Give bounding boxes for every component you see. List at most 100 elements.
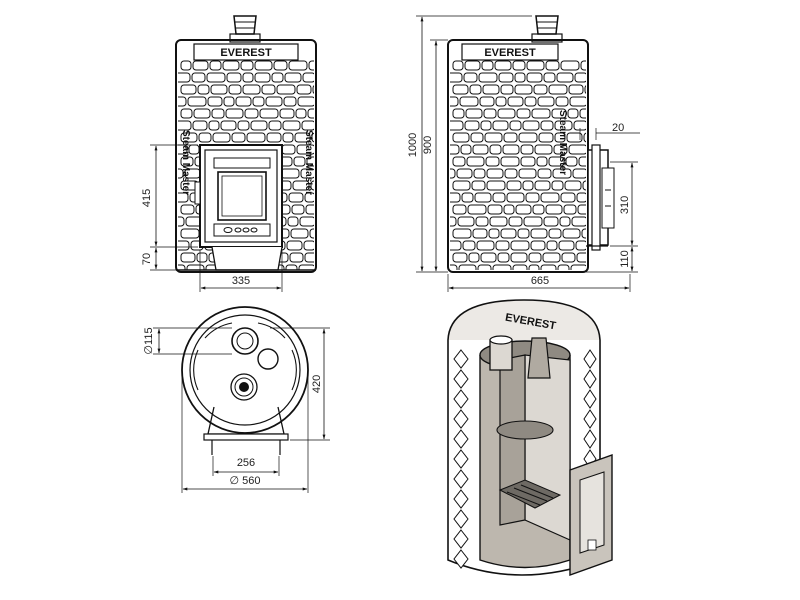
stone — [220, 120, 237, 131]
cage-cutout — [453, 409, 469, 429]
cutaway-view: EVEREST — [447, 299, 613, 576]
stone — [301, 120, 314, 131]
stone — [192, 60, 209, 71]
stone — [537, 96, 555, 107]
stone — [506, 192, 525, 203]
stone — [178, 120, 192, 131]
stone — [500, 84, 514, 95]
stone — [489, 216, 508, 227]
stone — [510, 240, 530, 251]
stone — [235, 96, 252, 107]
stone — [287, 216, 299, 227]
stone — [452, 60, 464, 71]
dim-side-tank-offset: 20 — [612, 122, 624, 134]
top-door-plate — [203, 433, 289, 441]
stone — [228, 84, 242, 95]
stone — [450, 96, 459, 107]
stone — [463, 72, 478, 83]
stone — [290, 228, 309, 239]
stone — [465, 108, 483, 119]
stone — [450, 192, 461, 203]
stone — [187, 96, 207, 107]
stone — [507, 96, 524, 107]
stone — [464, 120, 480, 131]
stone — [252, 96, 265, 107]
stone — [573, 120, 586, 131]
stone — [452, 84, 469, 95]
stone — [265, 96, 283, 107]
stone — [489, 144, 502, 155]
stone — [576, 192, 586, 203]
stone — [500, 156, 520, 167]
stone — [196, 252, 208, 263]
dim-side-tank-height: 310 — [619, 196, 631, 214]
dim-top-flue-diameter: ∅115 — [143, 327, 155, 354]
stone — [452, 204, 467, 215]
stone — [517, 228, 530, 239]
stone — [502, 144, 520, 155]
stone — [579, 108, 586, 119]
stone — [469, 84, 482, 95]
stone — [492, 120, 509, 131]
stone — [280, 168, 300, 179]
stone — [292, 180, 310, 191]
stone — [569, 96, 586, 107]
stone — [577, 204, 586, 215]
stone — [471, 180, 486, 191]
side-view: EVEREST Steam Master 1000 900 20 310 110… — [407, 15, 640, 292]
stone — [532, 204, 545, 215]
top-water-port — [257, 348, 279, 370]
stone — [564, 180, 582, 191]
stone — [456, 168, 473, 179]
top-outer-ring — [181, 306, 309, 434]
stone — [259, 108, 279, 119]
stone — [309, 228, 314, 239]
stone — [479, 96, 495, 107]
stone — [574, 72, 586, 83]
stone — [583, 132, 586, 143]
dim-front-width: 335 — [232, 275, 250, 287]
stone — [514, 72, 526, 83]
stone — [522, 120, 540, 131]
stone — [462, 240, 476, 251]
stone — [546, 240, 558, 251]
cage-cutout — [453, 509, 469, 529]
stone — [180, 84, 197, 95]
front-model-label-left: Steam Master — [180, 130, 191, 195]
stone — [180, 60, 192, 71]
stone — [178, 240, 190, 251]
stone — [475, 216, 489, 227]
stone — [522, 180, 534, 191]
stone — [207, 96, 223, 107]
stone — [504, 168, 518, 179]
stone — [180, 156, 194, 167]
stone — [570, 264, 586, 270]
stone — [551, 108, 567, 119]
stone — [293, 156, 306, 167]
stone — [533, 84, 548, 95]
cage-cutout — [583, 389, 597, 409]
stone — [450, 72, 463, 83]
front-base — [211, 246, 283, 271]
stone — [206, 72, 226, 83]
stone — [559, 216, 571, 227]
front-brand-label: EVEREST — [220, 47, 272, 59]
stone — [495, 240, 510, 251]
stone — [450, 168, 456, 179]
stone — [548, 156, 565, 167]
side-brand-label: EVEREST — [484, 47, 536, 59]
stone — [508, 216, 523, 227]
stone — [484, 132, 503, 143]
stone — [282, 132, 294, 143]
stone — [487, 204, 503, 215]
stone — [193, 108, 211, 119]
stone — [296, 84, 312, 95]
stone — [311, 132, 314, 143]
side-model-label: Steam Master — [557, 110, 568, 175]
front-cage — [175, 39, 317, 273]
stone — [568, 84, 584, 95]
stone — [582, 180, 586, 191]
stone — [540, 120, 554, 131]
stone — [542, 252, 561, 263]
cage-cutout — [583, 369, 597, 389]
